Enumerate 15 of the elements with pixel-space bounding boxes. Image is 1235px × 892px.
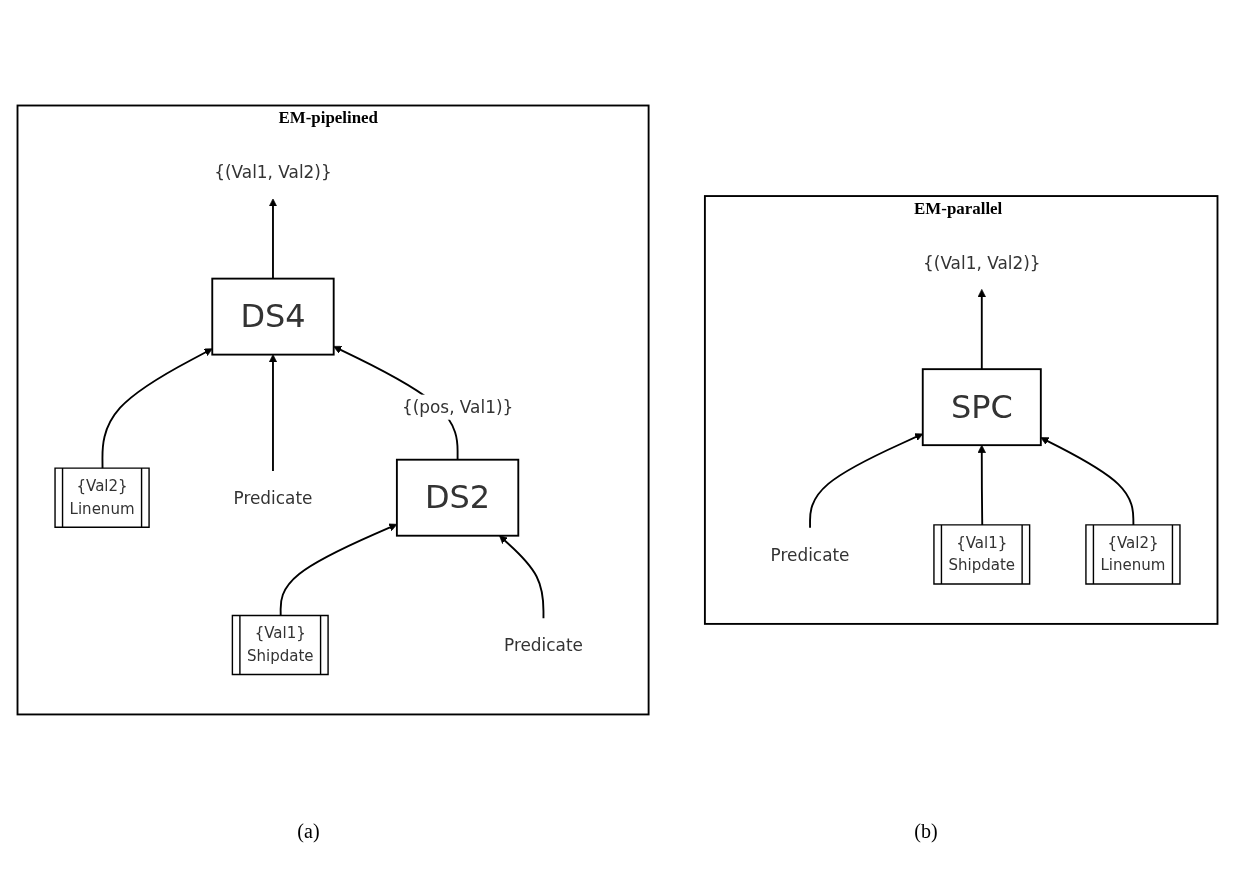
node-box: DS2: [395, 458, 520, 537]
node-box: DS4: [211, 277, 335, 356]
node-text: Predicate: [770, 544, 850, 565]
panel-caption: (a): [297, 820, 320, 843]
node-text: {(Val1, Val2)}: [923, 252, 1041, 273]
arrow: [268, 354, 278, 472]
node-text: Predicate: [504, 635, 583, 655]
panel-caption: (b): [914, 820, 938, 843]
node-box: SPC: [921, 368, 1042, 447]
arrow: [268, 198, 278, 280]
arrow: [977, 289, 986, 371]
edge-label: {(pos, Val1)}: [401, 397, 514, 418]
node-text: Predicate: [233, 487, 313, 508]
arrow: [499, 535, 545, 620]
node-text: {(Val1, Val2)}: [214, 162, 332, 182]
